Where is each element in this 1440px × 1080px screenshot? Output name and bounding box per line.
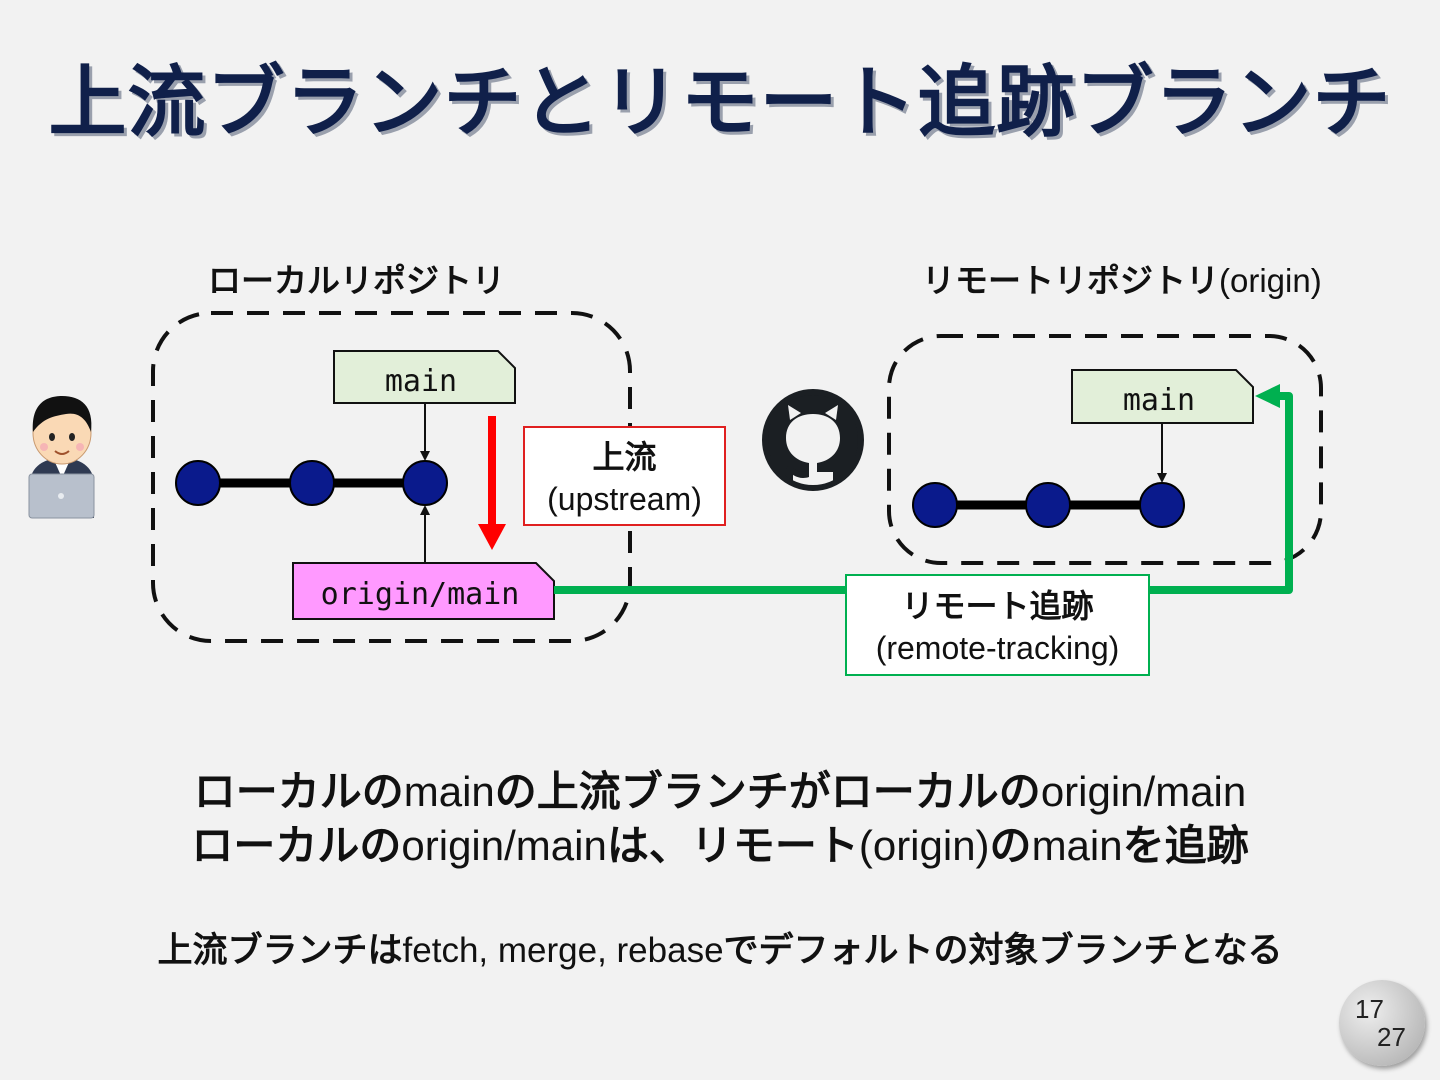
local-commit-node[interactable] [402, 460, 448, 506]
local-origin-main-tag-label: origin/main [321, 577, 520, 612]
local-main-tag-label: main [385, 364, 457, 399]
remote-main-tag[interactable] [1071, 369, 1254, 424]
page-number-badge: 17 27 [1339, 980, 1425, 1066]
local-origin-main-tag[interactable] [292, 562, 555, 620]
statement-line-1: ローカルのmainの上流ブランチがローカルのorigin/main [193, 767, 1247, 816]
remote-repo-label: リモートリポジトリ(origin) [922, 261, 1322, 300]
total-pages: 27 [1377, 1022, 1406, 1052]
remote-main-tag-label: main [1123, 383, 1195, 418]
remote-commit-node[interactable] [1025, 482, 1071, 528]
remote-commit-node[interactable] [912, 482, 958, 528]
upstream-label-box: 上流 (upstream) [523, 426, 726, 526]
remote-commit-node[interactable] [1139, 482, 1185, 528]
tracking-label-box: リモート追跡 (remote-tracking) [845, 574, 1150, 676]
remote-repo-boundary [887, 334, 1323, 565]
local-commit-node[interactable] [289, 460, 335, 506]
current-page: 17 [1355, 994, 1384, 1024]
github-icon [762, 389, 864, 491]
person-laptop-icon [28, 396, 95, 519]
local-commit-node[interactable] [175, 460, 221, 506]
default-target-note: 上流ブランチはfetch, merge, rebaseでデフォルトの対象ブランチ… [157, 931, 1283, 971]
local-main-tag[interactable] [333, 350, 516, 404]
tracking-arrow-head [1255, 384, 1280, 408]
local-repo-label: ローカルリポジトリ [208, 261, 505, 300]
upstream-arrow-head [478, 524, 506, 550]
slide-title: 上流ブランチとリモート追跡ブランチ [48, 58, 1392, 148]
statement-line-2: ローカルのorigin/mainは、リモート(origin)のmainを追跡 [191, 821, 1249, 870]
